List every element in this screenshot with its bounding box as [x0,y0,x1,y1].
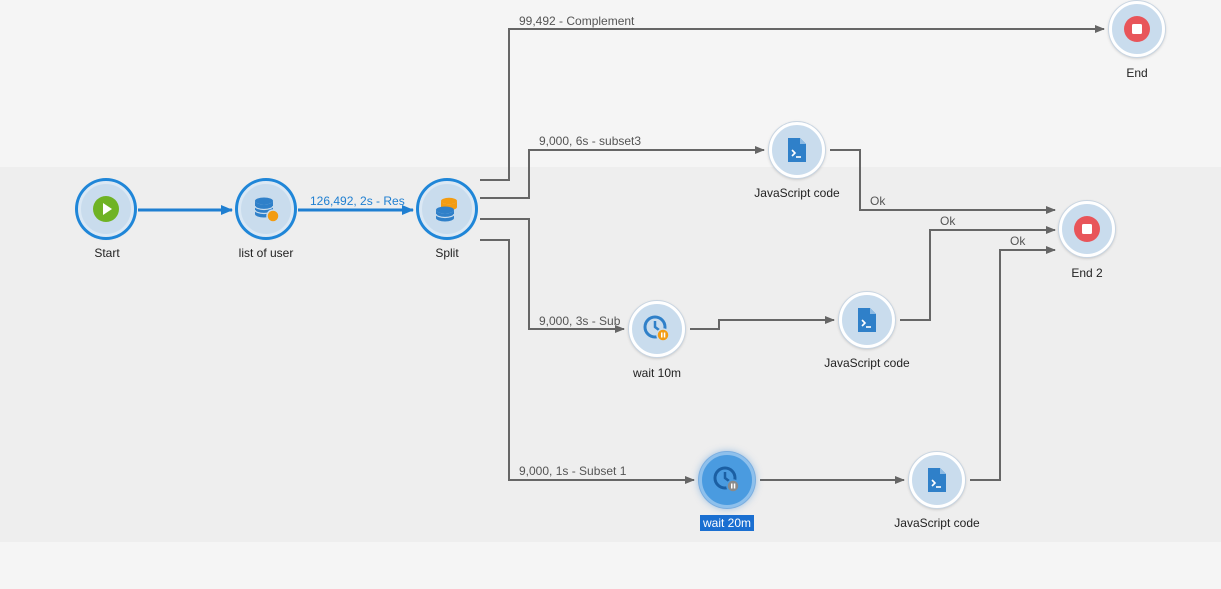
database-icon [254,197,280,223]
edge-label-subset1: 9,000, 1s - Subset 1 [519,464,627,478]
wait-icon [713,466,740,493]
edge-subset3[interactable] [480,146,765,199]
javascript-code-label-3: JavaScript code [894,516,980,530]
edge-label-js3-to-end2: Ok [870,194,886,208]
edge-label-list-to-split: 126,492, 2s - Res [310,194,405,208]
edge-js3-to-end2[interactable] [830,149,1056,214]
javascript-code-label-1: JavaScript code [754,186,840,200]
edge-complement[interactable] [480,25,1105,181]
list-of-user-node[interactable] [238,181,294,237]
edge-label-js2-to-end2: Ok [940,214,956,228]
edge-label-subset3: 9,000, 6s - subset3 [539,134,641,148]
wait-20m-node[interactable] [699,452,755,508]
javascript-code-node-3[interactable] [909,452,965,508]
play-icon [93,196,119,222]
edge-label-complement: 99,492 - Complement [519,14,635,28]
edge-subset1[interactable] [480,239,695,484]
javascript-code-label-2: JavaScript code [824,356,910,370]
stop-icon [1124,16,1150,42]
wait-10m-label: wait 10m [632,366,682,380]
end-label: End [1126,66,1148,80]
start-label: Start [94,246,120,260]
script-icon [928,468,946,492]
wait-20m-label-text: wait 20m [699,515,755,531]
edge-label-js1-to-end2: Ok [1010,234,1026,248]
split-icon [435,197,457,222]
stop-icon [1074,216,1100,242]
script-icon [788,138,806,162]
split-node[interactable] [419,181,475,237]
edge-label-subset2: 9,000, 3s - Sub [539,314,621,328]
wait-icon [643,315,670,342]
wait-10m-node[interactable] [629,301,685,357]
edge-wait10-to-js2[interactable] [690,316,835,330]
javascript-code-node-1[interactable] [769,122,825,178]
end-node[interactable] [1109,1,1165,57]
wait-20m-label: wait 20m [657,515,797,531]
script-icon [858,308,876,332]
edge-js2-to-end2[interactable] [900,226,1056,321]
list-of-user-label: list of user [238,246,294,260]
end-2-node[interactable] [1059,201,1115,257]
edge-js1-to-end2[interactable] [970,246,1056,481]
edge-subset2[interactable] [480,218,625,333]
javascript-code-node-2[interactable] [839,292,895,348]
split-label: Split [435,246,459,260]
end-2-label: End 2 [1071,266,1103,280]
start-node[interactable] [78,181,134,237]
